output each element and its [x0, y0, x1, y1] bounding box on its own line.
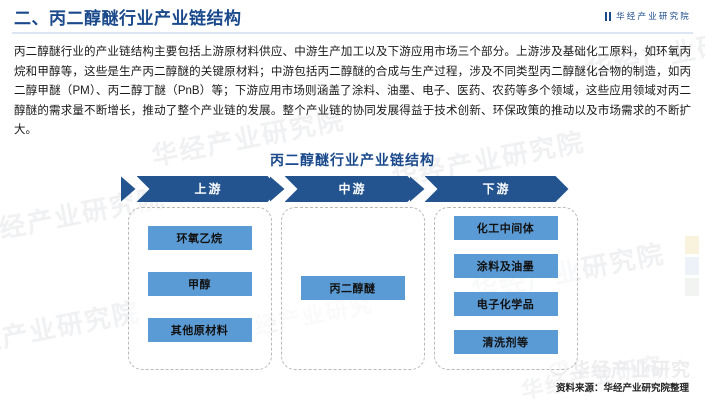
source-note: 资料来源：华经产业研究院整理 [555, 383, 689, 394]
chip-item: 电子化学品 [453, 291, 558, 316]
page-header: 二、丙二醇醚行业产业链结构 华经产业研究院 [0, 0, 705, 32]
brand-logo: 华经产业研究院 [604, 10, 691, 22]
page-title: 二、丙二醇醚行业产业链结构 [14, 8, 242, 28]
stage-chevron-upstream: 上游 [137, 176, 281, 202]
stage-chevron-downstream: 下游 [425, 176, 569, 202]
stage-column-downstream: 化工中间体 涂料及油墨 电子化学品 清洗剂等 [433, 206, 578, 370]
edge-bar-blue [685, 257, 699, 275]
chip-item: 清洗剂等 [453, 329, 558, 354]
chip-item: 涂料及油墨 [453, 253, 558, 278]
chevron-head-icon [120, 175, 136, 202]
chip-item: 甲醇 [147, 271, 252, 296]
stage-chevron-midstream: 中游 [285, 176, 421, 202]
stage-columns: 环氧乙烷 甲醇 其他原材料 丙二醇醚 化工中间体 涂料及油墨 电子化学品 清洗剂… [127, 206, 578, 370]
chip-item: 其他原材料 [147, 317, 252, 342]
chip-item: 环氧乙烷 [147, 225, 252, 250]
chip-item: 丙二醇醚 [300, 276, 405, 301]
stage-column-upstream: 环氧乙烷 甲醇 其他原材料 [127, 206, 272, 370]
brand-name: 华经产业研究院 [616, 11, 691, 21]
stage-chevron-band: 上游 中游 下游 [120, 175, 569, 202]
chip-item: 化工中间体 [453, 215, 558, 240]
footer-watermark-text: 华经产业研究 [570, 360, 691, 381]
edge-bar-green [685, 278, 699, 296]
edge-bar-yellow [685, 236, 699, 254]
header-divider [12, 32, 693, 34]
body-paragraph: 丙二醇醚行业的产业链结构主要包括上游原材料供应、中游生产加工以及下游应用市场三个… [14, 46, 691, 137]
figure-title: 丙二醇醚行业产业链结构 [270, 151, 435, 168]
industry-chain-figure: 丙二醇醚行业产业链结构 上游 中游 下游 环氧乙烷 甲醇 其他原材料 丙二醇醚 … [0, 150, 705, 370]
stage-column-midstream: 丙二醇醚 [280, 206, 425, 370]
edge-color-bars [685, 236, 699, 299]
bars-logo-icon [604, 11, 612, 21]
